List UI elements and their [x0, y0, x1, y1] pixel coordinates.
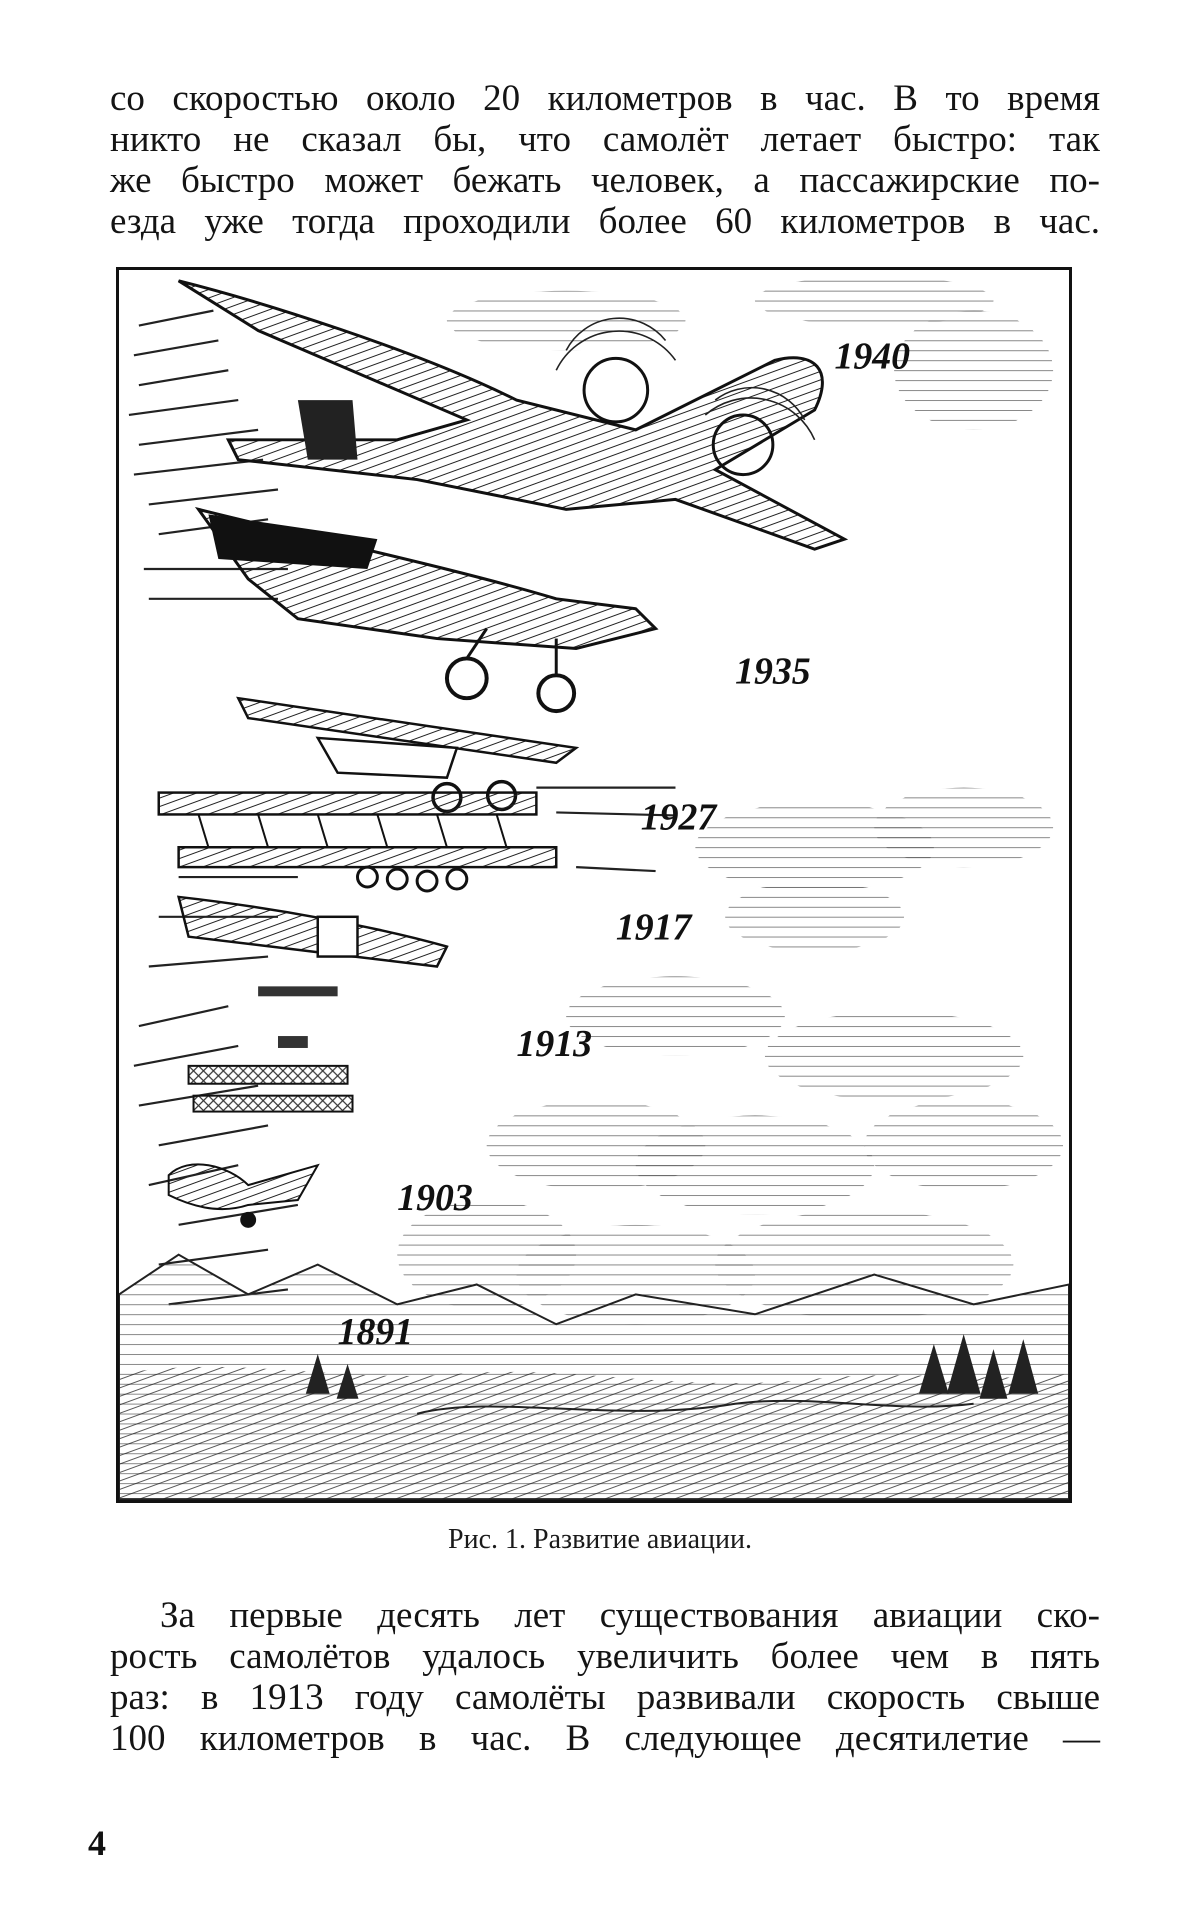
glider-1891: [167, 1163, 320, 1228]
text-line: 100 километров в час. В следующее десяти…: [110, 1718, 1100, 1759]
paragraph-bottom: За первые десять лет существования авиац…: [110, 1595, 1100, 1759]
text-line: никто не сказал бы, что самолёт летает б…: [110, 119, 1100, 160]
year-label: 1917: [616, 907, 694, 949]
plane-1903: [187, 1036, 354, 1113]
aviation-illustration: 1940 1935 1927 1917 1913 1903 1891: [116, 267, 1072, 1503]
plane-1940: [177, 279, 849, 551]
year-label: 1940: [834, 335, 910, 377]
year-label: 1935: [735, 650, 811, 692]
text-line: со скоростью около 20 километров в час. …: [110, 78, 1100, 119]
text-line: рость самолётов удалось увеличить более …: [110, 1636, 1100, 1677]
page-number: 4: [88, 1823, 106, 1863]
text-line: раз: в 1913 году самолёты развивали скор…: [110, 1677, 1100, 1718]
text-line: же быстро может бежать человек, а пассаж…: [110, 160, 1100, 201]
text-line: езда уже тогда проходили более 60 киломе…: [110, 201, 1100, 242]
figure-caption: Рис. 1. Развитие авиации.: [448, 1524, 752, 1555]
landscape: [119, 1253, 1069, 1500]
year-label: 1913: [516, 1023, 592, 1065]
year-label: 1903: [397, 1177, 473, 1219]
plane-1913: [176, 895, 449, 997]
year-label: 1927: [641, 796, 719, 838]
plane-1917: [157, 791, 558, 893]
clouds: [397, 275, 1064, 1325]
year-label: 1891: [338, 1311, 414, 1353]
text-line: За первые десять лет существования авиац…: [160, 1595, 1100, 1636]
paragraph-top: со скоростью около 20 километров в час. …: [110, 78, 1100, 242]
plane-1935: [194, 506, 659, 714]
